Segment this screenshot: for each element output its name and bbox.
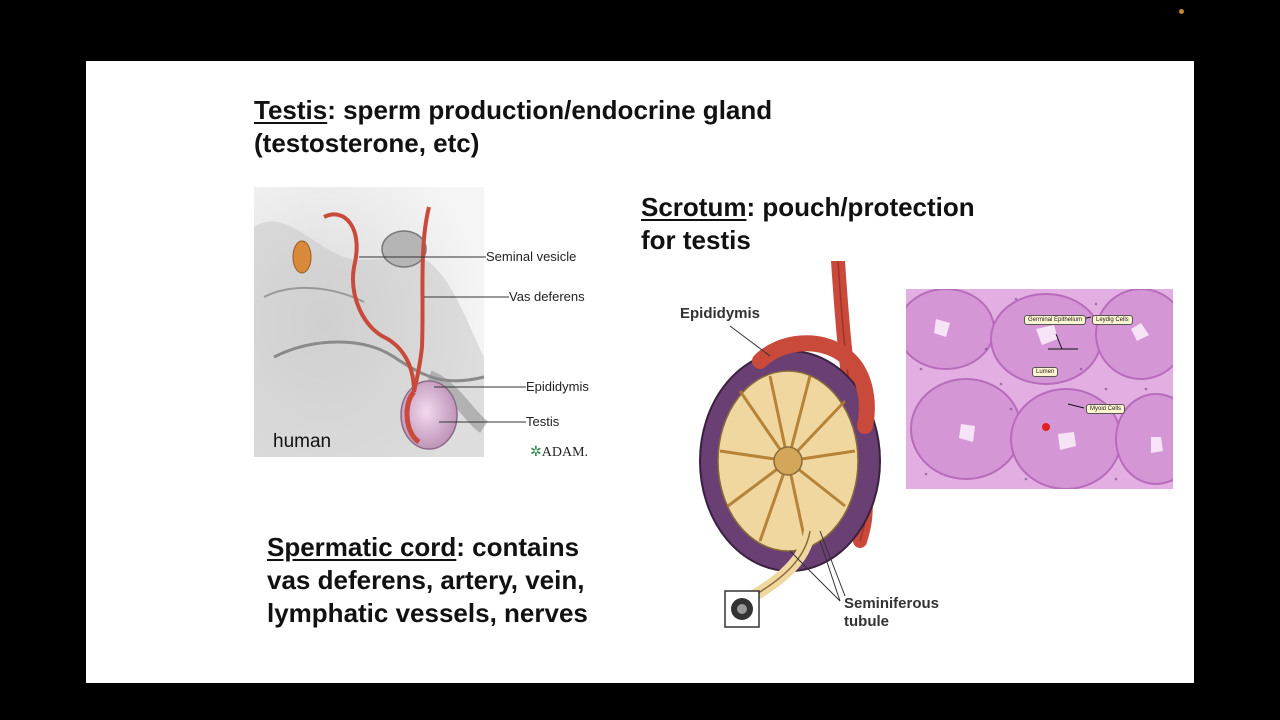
testis-section-figure: Epididymis Seminiferous tubule <box>670 254 970 633</box>
adam-credit-text: ADAM. <box>541 445 589 460</box>
testis-description-line2: (testosterone, etc) <box>254 128 480 158</box>
label-germinal-epithelium: Germinal Epithelium <box>1024 315 1087 325</box>
label-seminiferous: Seminiferous <box>844 595 940 612</box>
spermatic-cord-term: Spermatic cord <box>267 532 457 562</box>
label-leydig-cells: Leydig Cells <box>1092 315 1133 325</box>
testis-section-illustration <box>699 254 881 628</box>
testis-description: : sperm production/endocrine gland <box>327 95 773 125</box>
label-seminal-vesicle: Seminal vesicle <box>486 249 577 264</box>
spermatic-cord-description-line2: vas deferens, artery, vein, <box>267 565 585 595</box>
anatomy-illustration <box>254 187 526 457</box>
figure-caption-human: human <box>273 431 332 452</box>
spermatic-cord-description: : contains <box>456 532 580 562</box>
label-myoid-cells: Myoid Cells <box>1086 404 1126 414</box>
human-anatomy-figure: Seminal vesicle Vas deferens Epididymis … <box>254 187 604 463</box>
label-testis: Testis <box>526 414 560 429</box>
adam-logo-icon: ✲ <box>530 445 542 460</box>
label-epididymis-section: Epididymis <box>680 305 761 322</box>
label-lumen: Lumen <box>1032 367 1059 377</box>
adam-credit: ✲ADAM. <box>530 444 588 461</box>
histology-figure: Germinal Epithelium Leydig Cells Lumen M… <box>906 289 1173 489</box>
label-vas-deferens: Vas deferens <box>509 289 585 304</box>
label-epididymis: Epididymis <box>526 379 589 394</box>
scrotum-description-line2: for testis <box>641 225 751 255</box>
testis-heading: Testis: sperm production/endocrine gland… <box>254 94 772 160</box>
spermatic-cord-heading: Spermatic cord: contains vas deferens, a… <box>267 531 588 630</box>
label-tubule: tubule <box>844 613 889 630</box>
spermatic-cord-description-line3: lymphatic vessels, nerves <box>267 598 588 628</box>
scrotum-heading: Scrotum: pouch/protection for testis <box>641 191 975 257</box>
scrotum-term: Scrotum <box>641 192 747 222</box>
recording-indicator-dot <box>1179 9 1184 14</box>
slide-canvas: Testis: sperm production/endocrine gland… <box>86 61 1194 683</box>
scrotum-description: : pouch/protection <box>746 192 975 222</box>
testis-term: Testis <box>254 95 328 125</box>
